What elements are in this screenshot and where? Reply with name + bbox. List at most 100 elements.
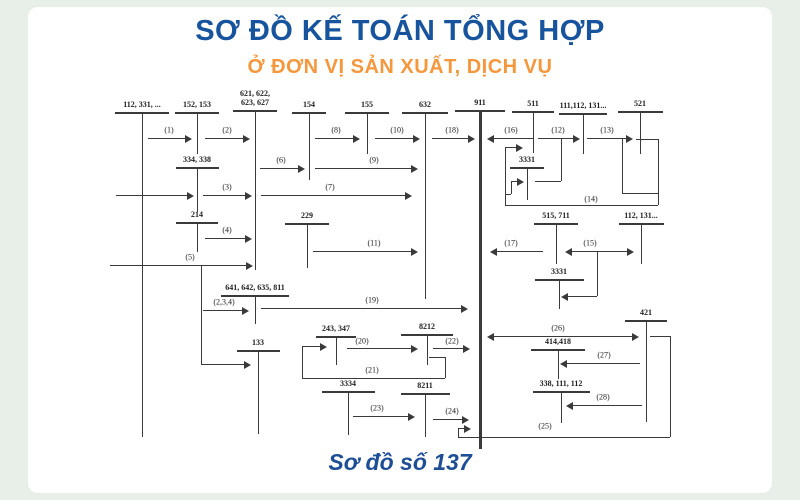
page-subtitle: Ở ĐƠN VỊ SẢN XUẤT, DỊCH VỤ <box>247 56 553 78</box>
slide-card <box>28 7 772 493</box>
connector-line <box>302 346 303 378</box>
t-account-label: 3331 <box>519 155 535 164</box>
arrowhead-right <box>245 191 252 200</box>
flow-arrow-line <box>505 147 517 148</box>
t-account-top <box>175 167 219 169</box>
arrowhead-left <box>560 359 567 368</box>
connector-line <box>505 147 506 205</box>
arrowhead-right <box>413 134 420 143</box>
t-account-stem <box>532 113 534 153</box>
flow-arrow-label: (3) <box>222 182 232 192</box>
t-account-stem <box>424 114 426 299</box>
t-account-stem <box>335 338 337 365</box>
t-account-top <box>455 110 505 112</box>
flow-arrow-label: (23) <box>370 403 384 413</box>
t-account-top <box>400 393 450 395</box>
t-account-label: 338, 111, 112 <box>539 379 583 388</box>
flow-arrow-line <box>347 348 412 349</box>
flow-arrow-label: (18) <box>445 125 459 135</box>
t-account-label: 621, 622, 623, 627 <box>240 89 270 107</box>
flow-arrow-label: (6) <box>276 155 286 165</box>
connector-line <box>658 139 659 205</box>
t-account-stem <box>306 225 308 268</box>
flow-arrow-label: (24) <box>445 406 459 416</box>
page-title: SƠ ĐỒ KẾ TOÁN TỔNG HỢP <box>195 15 605 47</box>
t-account-stem <box>478 112 482 449</box>
flow-arrow-line <box>203 310 243 311</box>
t-account-stem <box>347 393 349 435</box>
t-account-stem <box>582 115 584 154</box>
arrowhead-right <box>626 134 633 143</box>
arrowhead-left <box>487 332 494 341</box>
t-account-stem <box>424 395 426 437</box>
flow-arrow-line <box>572 405 642 406</box>
flow-arrow-line <box>315 168 412 169</box>
t-account-stem <box>141 114 143 437</box>
flow-arrow-line <box>205 138 244 139</box>
connector-line <box>511 181 512 194</box>
flow-path-label: (14) <box>584 194 598 204</box>
arrowhead-left <box>561 292 568 301</box>
flow-arrow-line <box>496 251 543 252</box>
arrowhead-left <box>565 247 572 256</box>
t-account-top <box>510 167 544 169</box>
flow-arrow-label: (19) <box>365 295 379 305</box>
flow-arrow-label: (10) <box>390 125 404 135</box>
t-account-label: 155 <box>361 100 373 109</box>
t-account-top <box>221 295 289 297</box>
t-account-label: 632 <box>419 100 431 109</box>
flow-arrow-label: (8) <box>331 125 341 135</box>
arrowhead-right <box>468 134 475 143</box>
arrowhead-right <box>632 332 639 341</box>
t-account-top <box>534 279 584 281</box>
flow-arrow-line <box>432 138 469 139</box>
flow-arrow-line <box>205 238 246 239</box>
flow-arrow-line <box>571 251 628 252</box>
flow-arrow-line <box>148 138 186 139</box>
t-account-stem <box>196 169 198 212</box>
t-account-stem <box>558 281 560 309</box>
connector-line <box>445 357 446 378</box>
t-account-label: 214 <box>191 210 203 219</box>
t-account-label: 641, 642, 635, 811 <box>225 283 285 292</box>
t-account-stem <box>196 114 198 154</box>
connector-line <box>505 194 511 195</box>
t-account-stem <box>639 113 641 154</box>
flow-arrow-line <box>261 308 462 309</box>
arrowhead-right <box>243 134 250 143</box>
t-account-label: 243, 347 <box>322 324 350 333</box>
flow-arrow-line <box>587 138 627 139</box>
t-account-top <box>175 112 219 114</box>
t-account-top <box>559 113 607 115</box>
flow-arrow-label: (1) <box>164 125 174 135</box>
connector-line <box>597 251 598 296</box>
connector-line <box>636 139 658 140</box>
t-account-stem <box>555 225 557 264</box>
t-account-top <box>402 112 448 114</box>
arrowhead-right <box>353 134 360 143</box>
t-account-stem <box>426 336 428 365</box>
flow-arrow-line <box>567 296 597 297</box>
flow-arrow-label: (20) <box>355 336 369 346</box>
t-account-label: 8212 <box>419 322 435 331</box>
flow-arrow-line <box>261 195 406 196</box>
t-account-top <box>625 320 667 322</box>
t-account-top <box>292 112 326 114</box>
t-account-top <box>285 223 329 225</box>
t-account-top <box>534 223 578 225</box>
flow-arrow-line <box>458 428 465 429</box>
arrowhead-right <box>461 304 468 313</box>
t-account-label: 414,418 <box>545 337 571 346</box>
t-account-top <box>115 112 169 114</box>
arrowhead-right <box>245 234 252 243</box>
flow-arrow-line <box>493 138 533 139</box>
connector-line <box>535 181 561 182</box>
arrowhead-right <box>246 261 253 270</box>
t-account-top <box>617 111 663 113</box>
connector-line <box>670 336 671 437</box>
arrowhead-right <box>242 306 249 315</box>
arrowhead-left <box>487 134 494 143</box>
connector-line <box>201 265 202 364</box>
t-account-label: 3331 <box>551 267 567 276</box>
arrowhead-right <box>464 424 471 433</box>
